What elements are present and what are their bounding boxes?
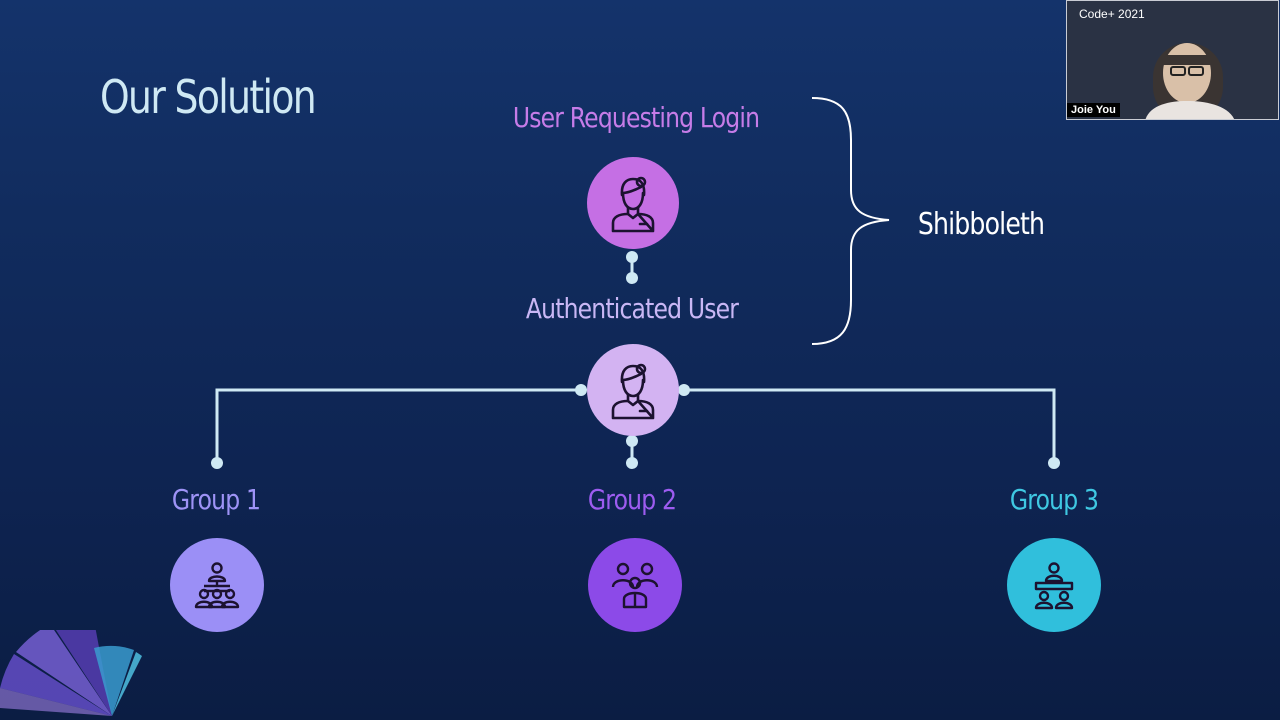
curly-brace bbox=[811, 97, 890, 345]
user-icon bbox=[611, 363, 655, 420]
team-icon bbox=[611, 562, 659, 609]
group-2-node bbox=[588, 538, 682, 632]
speaker-video bbox=[1145, 43, 1234, 119]
brand-logo bbox=[0, 630, 142, 716]
slide-title: Our Solution bbox=[100, 70, 317, 124]
authenticated-user-label: Authenticated User bbox=[525, 292, 739, 325]
group-3-node bbox=[1007, 538, 1101, 632]
video-thumbnail: Code+ 2021 Joie You bbox=[1066, 0, 1279, 120]
hierarchy-icon bbox=[194, 562, 240, 609]
meeting-icon bbox=[1034, 562, 1074, 610]
shibboleth-label: Shibboleth bbox=[917, 207, 1045, 242]
group-3-label: Group 3 bbox=[1009, 483, 1099, 516]
authenticated-user-avatar bbox=[587, 344, 679, 436]
group-1-node bbox=[170, 538, 264, 632]
event-label: Code+ 2021 bbox=[1079, 7, 1145, 21]
requesting-user-avatar bbox=[587, 157, 679, 249]
group-2-label: Group 2 bbox=[587, 483, 677, 516]
user-icon bbox=[611, 176, 655, 233]
user-requesting-login-label: User Requesting Login bbox=[512, 101, 760, 134]
speaker-name: Joie You bbox=[1067, 103, 1120, 117]
group-1-label: Group 1 bbox=[171, 483, 261, 516]
